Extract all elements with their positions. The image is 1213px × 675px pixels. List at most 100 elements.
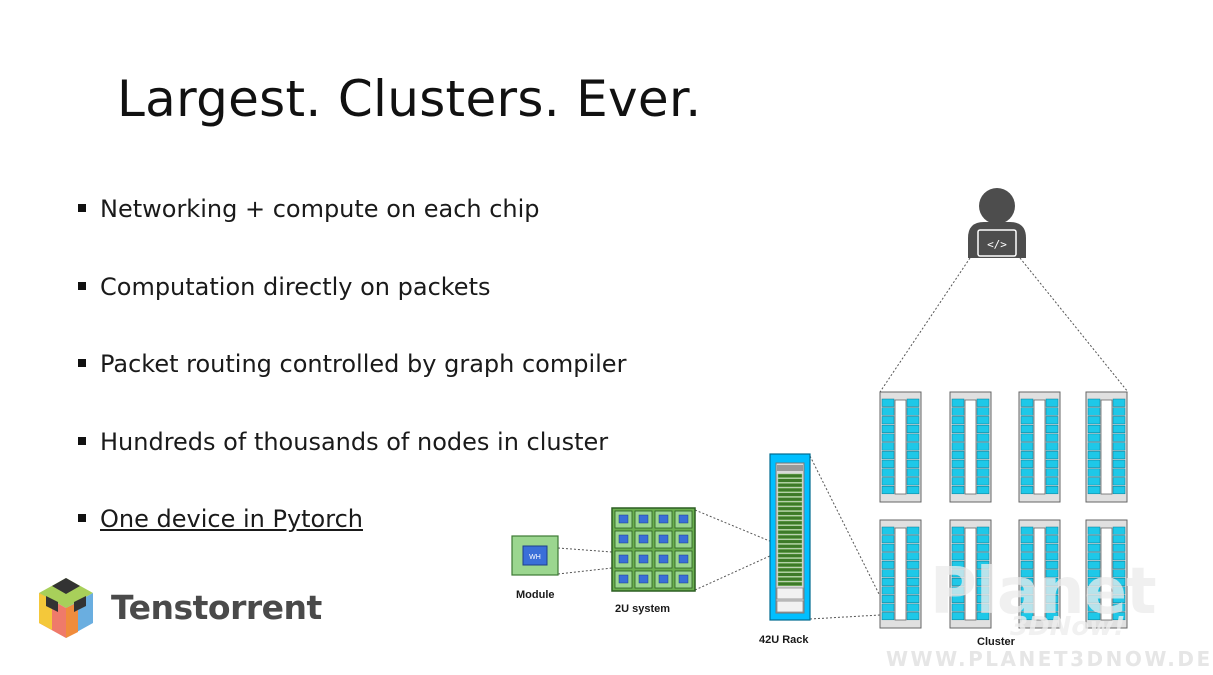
- server-unit: [1020, 477, 1034, 486]
- server-unit: [1020, 603, 1034, 612]
- watermark-sub: 3DNow!: [1010, 612, 1126, 642]
- rack-slot: [777, 483, 803, 488]
- server-unit: [951, 407, 965, 416]
- server-unit: [906, 578, 920, 586]
- server-unit: [951, 442, 965, 451]
- server-unit: [906, 595, 920, 603]
- server-unit: [1087, 526, 1101, 535]
- server-unit: [976, 612, 990, 621]
- server-unit: [951, 459, 965, 468]
- module-chip-label: WH: [529, 554, 541, 561]
- system-chip: [658, 574, 669, 584]
- server-unit: [1020, 535, 1034, 544]
- rack-slot: [777, 558, 803, 563]
- server-unit: [881, 543, 895, 552]
- system-chip: [638, 514, 649, 524]
- server-unit: [1045, 595, 1059, 603]
- server-unit: [1112, 459, 1126, 468]
- server-unit: [951, 543, 965, 552]
- bullet-item: Hundreds of thousands of nodes in cluste…: [78, 425, 626, 503]
- server-unit: [1045, 442, 1059, 451]
- server-unit: [881, 442, 895, 451]
- rack-divider: [1100, 399, 1113, 495]
- server-unit: [906, 543, 920, 552]
- server-unit: [906, 407, 920, 416]
- server-unit: [951, 468, 965, 477]
- server-unit: [951, 486, 965, 495]
- rack-divider: [1033, 399, 1046, 495]
- rack-slot: [777, 539, 803, 544]
- server-unit: [976, 486, 990, 495]
- server-unit: [881, 486, 895, 495]
- server-unit: [881, 603, 895, 612]
- server-unit: [906, 416, 920, 425]
- system-chip: [638, 534, 649, 544]
- system-chip: [618, 554, 629, 564]
- system-chip: [618, 534, 629, 544]
- server-unit: [976, 535, 990, 544]
- server-unit: [1087, 560, 1101, 569]
- server-unit: [976, 398, 990, 407]
- server-unit: [1112, 552, 1126, 561]
- server-unit: [881, 560, 895, 569]
- bullet-item: Networking + compute on each chip: [78, 192, 626, 270]
- server-unit: [1045, 433, 1059, 442]
- module-label: Module: [516, 589, 555, 601]
- server-unit: [976, 543, 990, 552]
- server-unit: [881, 424, 895, 433]
- server-unit: [906, 477, 920, 486]
- server-unit: [1045, 398, 1059, 407]
- bullet-item: Packet routing controlled by graph compi…: [78, 347, 626, 425]
- cluster-rack-pair: [1085, 519, 1128, 629]
- server-unit: [1087, 459, 1101, 468]
- cluster-rack-pair: [879, 519, 922, 629]
- server-unit: [976, 526, 990, 535]
- server-unit: [951, 552, 965, 561]
- server-unit: [881, 398, 895, 407]
- bullet-item-link[interactable]: One device in Pytorch: [78, 502, 626, 580]
- server-unit: [1045, 468, 1059, 477]
- server-unit: [1087, 535, 1101, 544]
- rack-slot: [777, 544, 803, 549]
- rack-slot: [777, 563, 803, 568]
- server-unit: [1020, 560, 1034, 569]
- server-unit: [1087, 603, 1101, 612]
- server-unit: [976, 586, 990, 595]
- server-unit: [881, 595, 895, 603]
- server-unit: [881, 569, 895, 578]
- server-unit: [951, 612, 965, 621]
- server-unit: [951, 398, 965, 407]
- server-unit: [1087, 451, 1101, 460]
- server-unit: [1112, 407, 1126, 416]
- rack-top-unit: [777, 465, 803, 471]
- server-unit: [1020, 424, 1034, 433]
- server-unit: [976, 595, 990, 603]
- watermark-url: WWW.PLANET3DNOW.DE: [886, 647, 1213, 671]
- server-unit: [881, 578, 895, 586]
- server-unit: [1087, 442, 1101, 451]
- server-unit: [1020, 459, 1034, 468]
- server-unit: [1020, 398, 1034, 407]
- server-unit: [906, 459, 920, 468]
- server-unit: [1045, 552, 1059, 561]
- system-chip: [618, 514, 629, 524]
- server-unit: [1020, 612, 1034, 621]
- server-unit: [906, 424, 920, 433]
- server-unit: [1045, 526, 1059, 535]
- cluster-rack-pair: [949, 519, 992, 629]
- cluster-rack-pair: [1018, 519, 1061, 629]
- pytorch-link[interactable]: One device in Pytorch: [100, 505, 363, 533]
- rack-slot: [777, 534, 803, 539]
- server-unit: [1112, 451, 1126, 460]
- code-icon: </>: [987, 238, 1007, 251]
- rack-slot: [777, 548, 803, 554]
- tenstorrent-logo: [39, 578, 93, 638]
- server-unit: [1087, 486, 1101, 495]
- system-chip: [658, 554, 669, 564]
- server-unit: [976, 603, 990, 612]
- server-unit: [976, 451, 990, 460]
- server-unit: [881, 552, 895, 561]
- server-unit: [906, 569, 920, 578]
- rack-slot: [777, 520, 803, 525]
- server-unit: [881, 407, 895, 416]
